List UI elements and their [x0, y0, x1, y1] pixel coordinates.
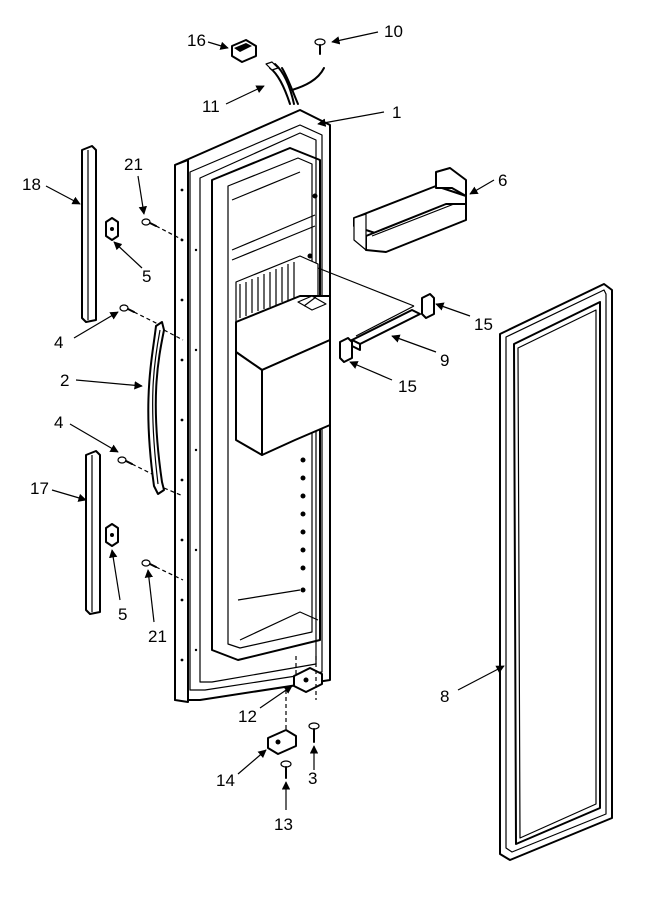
callout-3: 3 [308, 769, 317, 788]
door-bin [353, 167, 467, 253]
callout-1: 1 [392, 103, 401, 122]
callout-15-upper: 15 [474, 315, 493, 334]
wire-harness [265, 61, 325, 105]
door-gasket [499, 283, 613, 861]
callout-14: 14 [216, 771, 235, 790]
door-edge-holes [180, 188, 198, 662]
callout-5-upper: 5 [142, 267, 151, 286]
dispenser-housing [235, 295, 331, 456]
callout-8: 8 [440, 687, 449, 706]
callout-4-lower: 4 [54, 413, 63, 432]
recess-holes [300, 193, 318, 593]
callout-labels: 16 10 11 1 6 18 21 5 4 2 4 17 5 21 15 9 … [22, 22, 507, 834]
callout-5-lower: 5 [118, 605, 127, 624]
callout-4-upper: 4 [54, 333, 63, 352]
callout-12: 12 [238, 707, 257, 726]
trim-strip-lower [85, 450, 101, 615]
callout-17: 17 [30, 479, 49, 498]
screw-13 [280, 760, 292, 779]
screw-21-upper [141, 218, 184, 241]
trim-strip-upper [81, 145, 97, 323]
dispenser-grille [235, 255, 319, 323]
callout-11: 11 [202, 97, 220, 116]
screw-21-lower [141, 559, 184, 581]
callout-21-lower: 21 [148, 627, 167, 646]
callout-18: 18 [22, 175, 41, 194]
callout-15-lower: 15 [398, 377, 417, 396]
hinge-bracket-14 [267, 690, 297, 755]
callout-6: 6 [498, 171, 507, 190]
screw-3 [308, 722, 320, 743]
callout-9: 9 [440, 351, 449, 370]
callout-21-upper: 21 [124, 155, 143, 174]
door-handle [147, 321, 184, 497]
leader-lines [45, 31, 505, 810]
callout-16: 16 [187, 31, 206, 50]
hinge-12 [293, 656, 323, 700]
screw-4-lower [117, 456, 161, 479]
wire-connector [231, 39, 257, 63]
callout-13: 13 [274, 815, 293, 834]
dispenser-rail [317, 267, 435, 363]
callout-10: 10 [384, 22, 403, 41]
screw-4-upper [119, 304, 161, 326]
callout-2: 2 [60, 371, 69, 390]
clip-upper [105, 217, 119, 241]
clip-lower [105, 523, 119, 547]
screw-10 [314, 38, 326, 55]
freezer-door [174, 109, 331, 703]
